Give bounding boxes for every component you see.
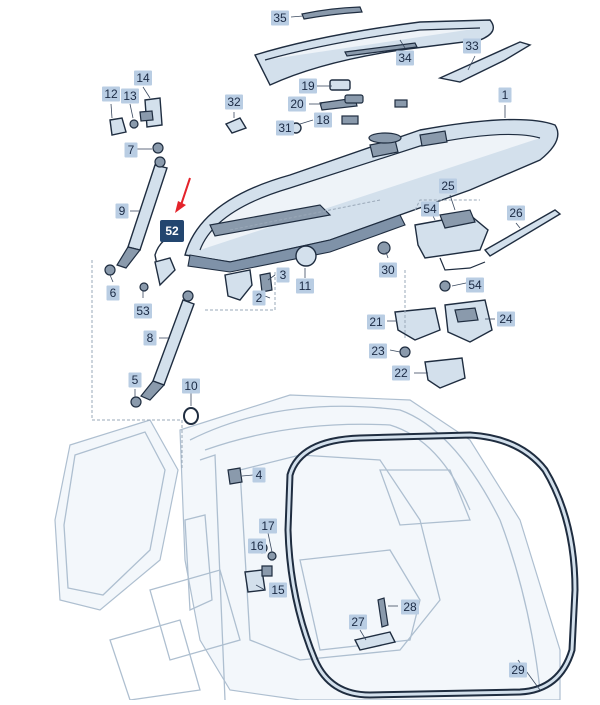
callout-label[interactable]: 24 [499,312,513,326]
callout-label[interactable]: 33 [465,39,479,53]
callout-label[interactable]: 14 [136,71,150,85]
trim-strip-part [437,41,532,83]
spoiler-strip-part [301,6,363,20]
callout-label[interactable]: 4 [256,468,263,482]
callout-box [106,285,120,301]
callout-label[interactable]: 10 [184,379,198,393]
callout-box [463,38,481,54]
callout-box [276,120,294,136]
callout-box [143,330,157,346]
lock-actuator-parts [394,209,562,389]
callout-box [299,78,317,94]
callout-label[interactable]: 29 [511,663,525,677]
callout-box [134,303,152,319]
callout-box [288,96,306,112]
callout-label[interactable]: 53 [136,304,150,318]
rear-spoiler-part [254,19,494,86]
callout-box [439,178,457,194]
callout-box [392,365,410,381]
callout-box [507,205,525,221]
callout-box [314,112,332,128]
callout-box [271,10,289,26]
selected-callout-label[interactable]: 52 [165,224,179,238]
callout-box [379,262,397,278]
callout-box [248,538,266,554]
callout-box [128,372,142,388]
callout-box [509,662,527,678]
vehicle-body-outline [54,394,561,701]
callout-label[interactable]: 21 [369,315,383,329]
callout-label[interactable]: 22 [394,366,408,380]
callout-label[interactable]: 27 [351,615,365,629]
callout-box [269,582,287,598]
callout-label[interactable]: 1 [502,88,509,102]
callout-box [102,86,120,102]
selected-callout-box [160,220,184,242]
callout-box [252,290,266,306]
callout-label[interactable]: 31 [278,121,292,135]
callout-box [497,311,515,327]
callout-label[interactable]: 11 [299,279,312,293]
callout-label[interactable]: 5 [132,373,139,387]
callout-label[interactable]: 16 [250,539,264,553]
callout-label[interactable]: 19 [301,79,315,93]
callout-label[interactable]: 20 [290,97,304,111]
callout-box [182,378,200,394]
gas-strut-lower-part [130,290,195,408]
callout-label[interactable]: 7 [128,143,135,157]
callout-label[interactable]: 17 [261,519,275,533]
mid-small-parts [139,241,391,485]
red-pointer-arrow [175,177,191,213]
callout-box [276,267,290,283]
callout-label[interactable]: 6 [110,286,117,300]
callout-box [225,94,243,110]
callout-box [259,518,277,534]
callout-label[interactable]: 35 [273,11,287,25]
callout-box [252,467,266,483]
callout-label[interactable]: 3 [280,268,287,282]
callout-label[interactable]: 13 [123,89,137,103]
callout-box [115,203,129,219]
callout-box [401,599,419,615]
callout-box [421,201,439,217]
gas-strut-upper-part [104,156,168,276]
callout-label[interactable]: 32 [227,95,241,109]
callout-label[interactable]: 25 [441,179,455,193]
callout-box [124,142,138,158]
callout-box [396,50,414,66]
callout-box [369,343,387,359]
callout-box [466,277,484,293]
callout-label[interactable]: 8 [147,331,154,345]
assembly-lines [91,199,480,470]
callout-label[interactable]: 12 [104,87,118,101]
callout-box [349,614,367,630]
callout-label[interactable]: 26 [509,206,523,220]
hinge-parts-left [109,97,164,154]
callout-label[interactable]: 54 [423,202,437,216]
callout-label[interactable]: 2 [256,291,263,305]
door-seal-part [284,431,579,699]
callout-label[interactable]: 54 [468,278,482,292]
tailgate-lid-part [184,118,559,273]
callout-label[interactable]: 9 [119,204,126,218]
callout-label[interactable]: 23 [371,344,385,358]
callout-label[interactable]: 30 [381,263,395,277]
callout-label[interactable]: 18 [316,113,330,127]
callout-label[interactable]: 28 [403,600,417,614]
callout-label[interactable]: 15 [271,583,285,597]
callout-box [134,70,152,86]
callout-label[interactable]: 34 [398,51,412,65]
callout-box [498,87,512,103]
callout-box [296,278,314,294]
callout-box [121,88,139,104]
callout-box [367,314,385,330]
